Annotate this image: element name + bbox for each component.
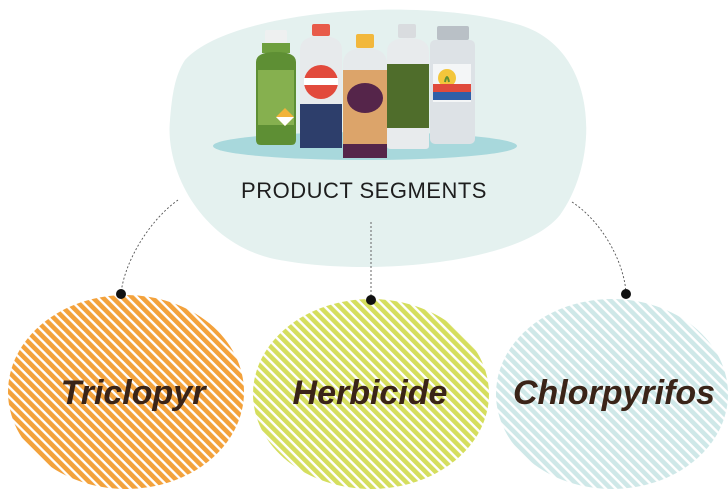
connector-dot-herbicide bbox=[366, 295, 376, 305]
bottle-tan-icon bbox=[343, 34, 387, 158]
segment-circle-chlorpyrifos bbox=[496, 299, 728, 489]
bottle-red-icon bbox=[300, 24, 342, 148]
segment-circle-herbicide bbox=[253, 299, 489, 489]
segment-label-triclopyr: Triclopyr bbox=[60, 374, 206, 412]
diagram-title: PRODUCT SEGMENTS bbox=[241, 178, 487, 203]
segment-label-chlorpyrifos: Chlorpyrifos bbox=[512, 374, 716, 412]
connector-dot-triclopyr bbox=[116, 289, 126, 299]
bottle-grey-icon bbox=[430, 26, 475, 144]
bottle-olive-icon bbox=[387, 24, 429, 149]
bottles-illustration bbox=[256, 24, 475, 158]
bottle-green-icon bbox=[256, 30, 296, 145]
segment-label-herbicide: Herbicide bbox=[292, 374, 448, 412]
connector-dot-chlorpyrifos bbox=[621, 289, 631, 299]
connector-chlorpyrifos bbox=[571, 201, 627, 294]
segment-circle-triclopyr bbox=[8, 295, 244, 489]
connector-triclopyr bbox=[120, 199, 179, 294]
